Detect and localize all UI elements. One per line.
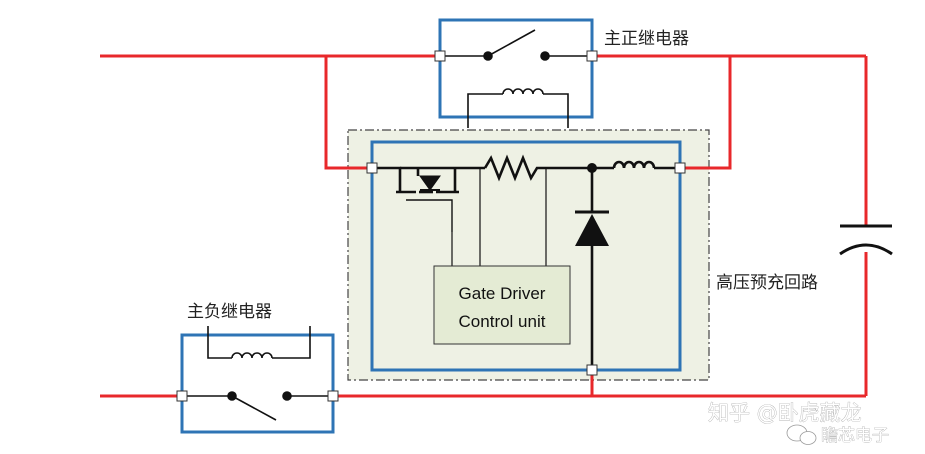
main-negative-relay-box bbox=[180, 333, 335, 434]
left-branch bbox=[324, 56, 372, 170]
main-positive-relay-label: 主正继电器 bbox=[604, 29, 689, 49]
terminal-node bbox=[586, 50, 598, 62]
control-lines bbox=[451, 168, 547, 266]
hv-wiring bbox=[100, 54, 868, 398]
terminal-node bbox=[434, 50, 446, 62]
mosfet-icon bbox=[396, 168, 459, 232]
zhihu-watermark: 知乎 @卧虎藏龙 bbox=[708, 401, 862, 425]
terminal-node bbox=[366, 162, 378, 174]
switch-icon bbox=[182, 391, 333, 421]
main-positive-relay-box bbox=[438, 18, 594, 119]
terminal-node bbox=[176, 390, 188, 402]
main-negative-relay-label: 主负继电器 bbox=[187, 302, 272, 322]
capacitor-icon bbox=[839, 224, 893, 256]
wechat-icon bbox=[786, 424, 817, 445]
terminal-node bbox=[674, 162, 686, 174]
terminal-node bbox=[327, 390, 339, 402]
precharge-inner-box bbox=[370, 140, 682, 372]
inductor-coil-icon bbox=[207, 326, 311, 359]
gate-driver-label-line1: Gate Driver bbox=[459, 284, 546, 303]
right-branch bbox=[680, 56, 732, 170]
precharge-circuit-label: 高压预充回路 bbox=[716, 273, 818, 293]
main-positive-relay: 主正继电器 bbox=[434, 18, 689, 128]
inductor-coil-icon bbox=[612, 160, 656, 169]
wechat-watermark: 瞻芯电子 bbox=[821, 426, 889, 446]
diode-icon bbox=[575, 168, 609, 370]
main-negative-relay: 主负继电器 bbox=[176, 302, 339, 434]
gate-driver-control-unit: Gate Driver Control unit bbox=[433, 265, 571, 345]
resistor-icon bbox=[483, 154, 540, 182]
switch-icon bbox=[440, 29, 592, 61]
inductor-coil-icon bbox=[467, 88, 569, 128]
gate-driver-label-line2: Control unit bbox=[459, 312, 546, 331]
gate-driver-box bbox=[433, 265, 571, 345]
terminal-node bbox=[586, 364, 598, 376]
